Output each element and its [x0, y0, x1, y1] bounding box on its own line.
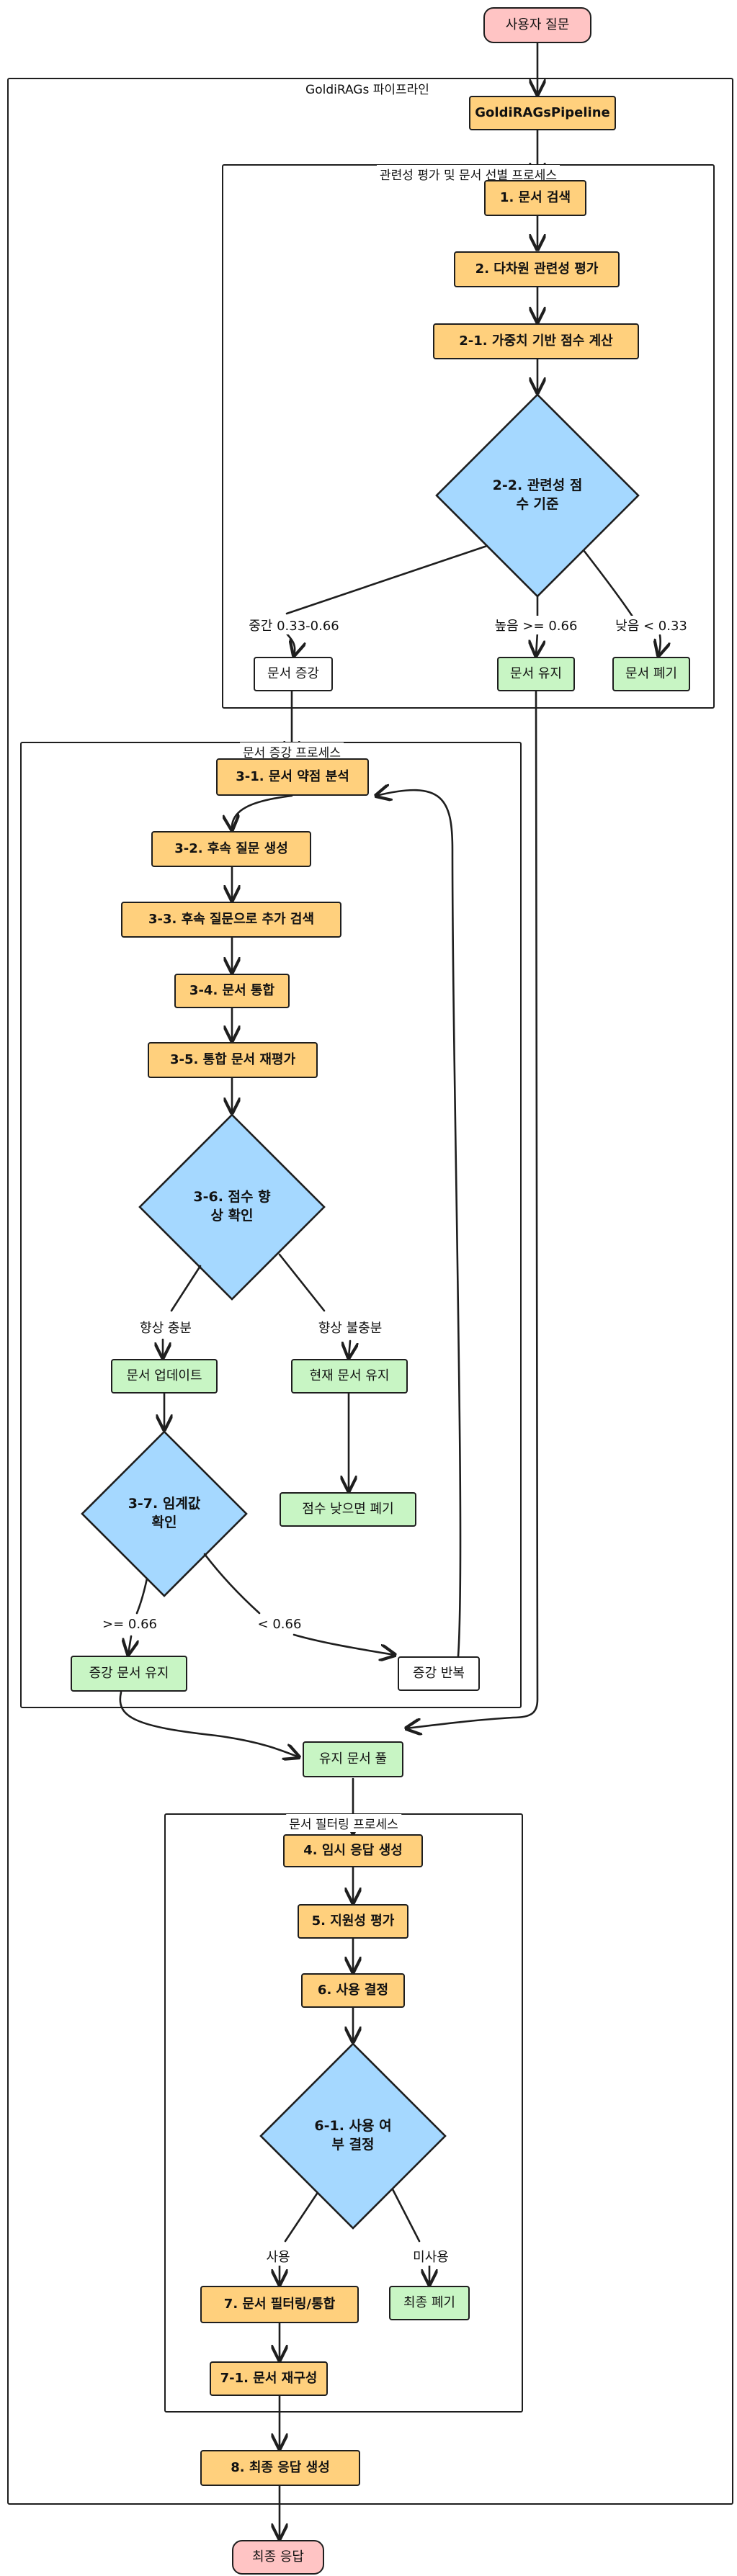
step-7-1-node: 7-1. 문서 재구성 [210, 2361, 328, 2396]
step-5-node: 5. 지원성 평가 [298, 1904, 408, 1939]
augment-node: 문서 증강 [254, 657, 333, 691]
label-ge: >= 0.66 [100, 1617, 159, 1632]
label-low: 낮음 < 0.33 [613, 616, 689, 634]
edge-d22-mid [285, 544, 488, 615]
augment-frame-title: 문서 증강 프로세스 [240, 742, 344, 760]
repeat-node: 증강 반복 [398, 1656, 480, 1691]
edge-d37-lt [203, 1553, 261, 1615]
decision-2-2-label: 2-2. 관련성 점 수 기준 [492, 477, 583, 512]
label-not-improved: 향상 불충분 [316, 1318, 385, 1337]
decision-3-6-label: 3-6. 점수 향 상 확인 [193, 1189, 271, 1224]
label-unused: 미사용 [411, 2247, 451, 2266]
label-improved: 향상 충분 [138, 1318, 194, 1337]
low-discard-node: 점수 낮으면 폐기 [280, 1492, 416, 1527]
discard-node: 문서 폐기 [612, 657, 690, 691]
label-lt: < 0.66 [255, 1617, 304, 1632]
step-8-node: 8. 최종 응답 생성 [200, 2450, 360, 2486]
label-mid: 중간 0.33-0.66 [246, 616, 341, 634]
update-node: 문서 업데이트 [111, 1359, 218, 1394]
decision-6-1-label: 6-1. 사용 여 부 결정 [314, 2118, 392, 2153]
decision-3-7-label: 3-7. 임계값 확인 [128, 1496, 201, 1530]
keep-augmented-node: 증강 문서 유지 [71, 1656, 187, 1692]
step-3-1-node: 3-1. 문서 약점 분석 [216, 758, 369, 796]
keep-node: 문서 유지 [497, 657, 575, 691]
label-use: 사용 [264, 2247, 292, 2266]
step-3-3-node: 3-3. 후속 질문으로 추가 검색 [121, 902, 341, 938]
edge-repeat-loop [376, 790, 462, 1658]
end-node: 최종 응답 [232, 2540, 324, 2575]
edge-mid-augment [285, 632, 295, 655]
evaluation-frame-title: 관련성 평가 및 문서 선별 프로세스 [377, 165, 560, 183]
edge-ge-keepaug [128, 1635, 131, 1654]
final-discard-node: 최종 폐기 [389, 2286, 470, 2320]
pipeline-frame [7, 78, 733, 2505]
start-node: 사용자 질문 [483, 7, 591, 43]
edge-low-discard [658, 634, 661, 655]
edge-notimproved-keep [349, 1339, 350, 1357]
pool-node: 유지 문서 풀 [303, 1741, 403, 1777]
decision-3-6-shape [138, 1113, 326, 1301]
filtering-frame-title: 문서 필터링 프로세스 [286, 1814, 401, 1832]
step-2-node: 2. 다차원 관련성 평가 [454, 251, 620, 287]
edge-d36-improved [170, 1265, 202, 1312]
edge-d61-unused [391, 2188, 421, 2243]
edge-lt-repeat [292, 1633, 395, 1655]
decision-6-1-shape [259, 2042, 447, 2230]
edge-d36-notimproved [278, 1253, 326, 1312]
label-high: 높음 >= 0.66 [492, 616, 580, 634]
step-6-node: 6. 사용 결정 [301, 1973, 405, 2008]
edge-d22-low [582, 549, 634, 618]
edge-keep-pool [406, 690, 539, 1728]
pipeline-frame-title: GoldiRAGs 파이프라인 [303, 79, 432, 97]
step-3-5-node: 3-5. 통합 문서 재평가 [148, 1042, 318, 1078]
step-4-node: 4. 임시 응답 생성 [283, 1834, 423, 1867]
keep-current-node: 현재 문서 유지 [291, 1359, 408, 1394]
step-3-2-node: 3-2. 후속 질문 생성 [151, 831, 311, 867]
edge-d37-ge [135, 1577, 148, 1615]
edge-step31-step32 [232, 794, 293, 830]
step-1-node: 1. 문서 검색 [484, 180, 586, 216]
step-3-4-node: 3-4. 문서 통합 [174, 974, 290, 1008]
pipeline-node: GoldiRAGsPipeline [469, 96, 616, 130]
edge-d61-use [284, 2192, 318, 2243]
step-7-node: 7. 문서 필터링/통합 [200, 2286, 359, 2323]
edge-high-keep [536, 631, 537, 655]
step-2-1-node: 2-1. 가중치 기반 점수 계산 [433, 323, 639, 359]
edge-keepaug-pool [119, 1691, 299, 1757]
